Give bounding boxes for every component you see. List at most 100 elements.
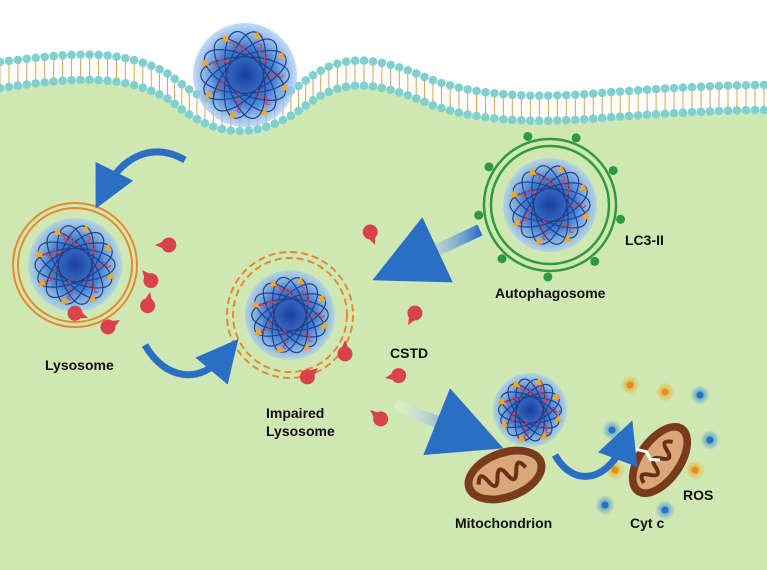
lipid-head (368, 57, 378, 66)
lipid-head (669, 108, 679, 118)
lipid-head (525, 116, 535, 125)
lipid-head (597, 113, 607, 123)
lipid-head (58, 76, 67, 85)
label-lc3-ii: LC3-II (625, 232, 664, 248)
lipid-head (705, 81, 715, 91)
lipid-head (341, 57, 351, 66)
label-impaired-lysosome: Lysosome (266, 423, 335, 439)
lipid-head (543, 116, 553, 125)
lipid-head (0, 83, 5, 93)
lipid-head (146, 61, 156, 71)
lipid-head (308, 95, 318, 105)
lipid-head (94, 75, 103, 85)
lipid-head (723, 81, 733, 90)
autophagosome-outer-ring (482, 137, 618, 273)
lipid-head (463, 110, 472, 119)
label-autophagosome: Autophagosome (495, 285, 606, 301)
label-ros: ROS (683, 487, 713, 503)
lipid-head (138, 83, 148, 92)
lipid-head (454, 83, 464, 92)
nanoparticle-lysosome (28, 218, 122, 312)
lipid-head (138, 58, 148, 67)
lipid-head (94, 50, 103, 60)
lipid-head (67, 50, 76, 60)
lipid-head (253, 124, 262, 134)
nanoparticle-entering (193, 23, 297, 127)
lipid-head (377, 83, 387, 93)
autophagosome-inner-ring (489, 144, 611, 266)
lipid-head (535, 91, 544, 100)
lipid-head (526, 91, 535, 100)
lipid-head (705, 106, 715, 116)
lipid-head (498, 114, 508, 124)
label-cyt-c: Cyt c (630, 515, 664, 531)
lipid-head (129, 55, 139, 65)
lipid-head (759, 80, 767, 90)
lipid-head (588, 89, 598, 98)
lipid-head (624, 86, 634, 96)
lipid-head (121, 53, 130, 63)
lipid-head (490, 89, 499, 98)
lipid-head (490, 114, 499, 123)
lipid-head (732, 81, 742, 90)
lipid-head (642, 110, 652, 120)
ros-and-cytc-particles (595, 375, 720, 520)
lipid-head (420, 97, 429, 107)
lipid-head (350, 56, 360, 65)
lipid-head (112, 77, 121, 86)
label-impaired: Impaired (266, 405, 324, 421)
lipid-head (445, 106, 455, 115)
lipid-head (208, 122, 218, 131)
lipid-head (49, 77, 58, 86)
arrow-autophagosome-to-impaired (372, 217, 483, 283)
lipid-head (40, 52, 50, 62)
lipid-head (517, 90, 526, 100)
lipid-head (121, 78, 130, 88)
lipid-head (350, 81, 360, 90)
label-lysosome: Lysosome (45, 357, 114, 373)
lipid-head (759, 105, 767, 115)
lc3-ii-dots (474, 131, 626, 282)
lipid-head (377, 58, 387, 68)
lipid-head (13, 81, 23, 90)
lysosome-outer-ring (12, 202, 138, 328)
lipid-head (516, 115, 526, 125)
lipid-head (359, 81, 369, 90)
lipid-head (606, 87, 616, 97)
lipid-head (4, 56, 14, 66)
lipid-head (146, 86, 156, 96)
lipid-head (332, 84, 342, 93)
lipid-head (226, 126, 236, 135)
lipid-head (163, 94, 172, 103)
lipid-head (394, 88, 404, 97)
lipid-head (192, 114, 202, 124)
lipid-head (170, 99, 179, 109)
lipid-head (13, 55, 23, 65)
lipid-head (200, 118, 210, 128)
arrow-to-damaged-mitochondrion (551, 420, 638, 480)
lipid-head (420, 72, 429, 82)
lipid-head (155, 90, 164, 99)
lipid-head (341, 82, 351, 91)
lipid-head (642, 85, 652, 94)
cstd-enzyme (370, 410, 389, 427)
mitochondrion-damaged (628, 422, 692, 498)
lipid-head (31, 53, 41, 63)
lipid-head (678, 108, 688, 117)
arrow-endocytosis-to-lysosome (95, 148, 187, 209)
nanoparticle-autophagosome (503, 158, 597, 252)
lipid-head (386, 85, 395, 95)
lipid-head (22, 80, 32, 89)
lipid-head (217, 124, 227, 134)
lipid-head (58, 51, 67, 60)
lipid-head (481, 87, 490, 97)
lipid-head (750, 105, 760, 115)
cstd-enzyme (140, 292, 156, 314)
lipid-head (651, 84, 661, 94)
lipid-head (155, 65, 164, 74)
lipid-head (184, 110, 194, 119)
lipid-head (437, 78, 446, 88)
lipid-head (669, 83, 679, 93)
lipid-head (428, 75, 438, 85)
